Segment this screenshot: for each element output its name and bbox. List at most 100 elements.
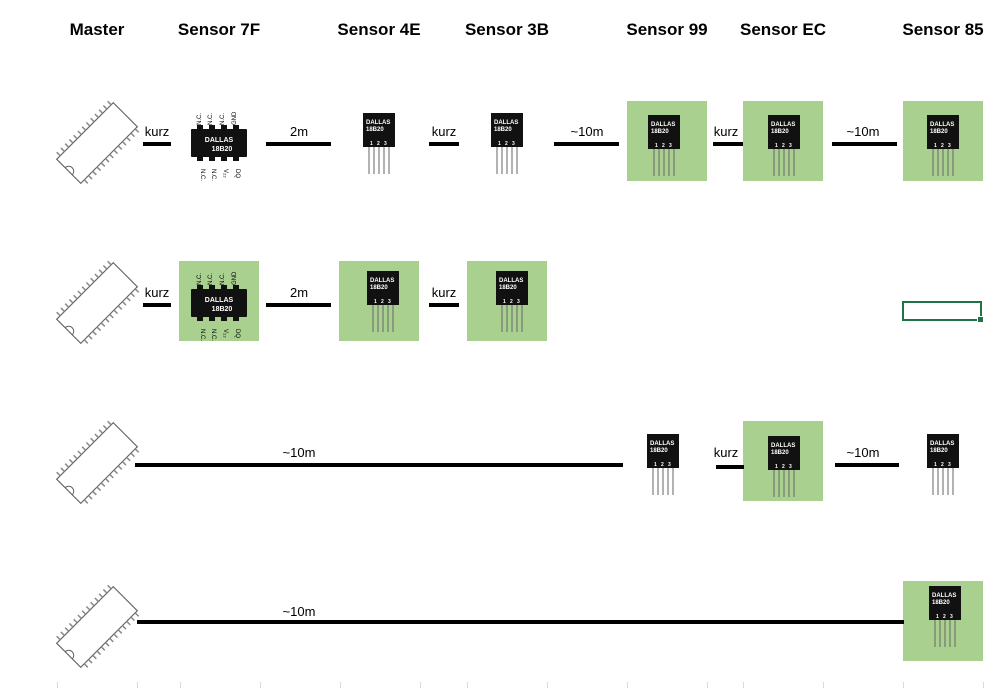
svg-text:1: 1 xyxy=(936,614,939,620)
wire-label: kurz xyxy=(431,124,457,139)
svg-text:DALLAS: DALLAS xyxy=(771,122,795,128)
svg-text:1: 1 xyxy=(775,143,778,149)
svg-text:V₂₂: V₂₂ xyxy=(222,169,228,178)
grid-tick xyxy=(260,682,261,688)
ic-chip-icon xyxy=(55,260,140,345)
ic-chip-icon xyxy=(55,584,140,669)
svg-text:2: 2 xyxy=(782,143,785,149)
svg-text:18B20: 18B20 xyxy=(370,285,388,291)
grid-tick xyxy=(983,682,984,688)
svg-text:N.C.: N.C. xyxy=(208,273,214,285)
svg-text:3: 3 xyxy=(512,141,515,147)
grid-tick xyxy=(57,682,58,688)
wire-row4-master-85 xyxy=(137,620,904,624)
wire-row1-ec-85 xyxy=(832,142,897,146)
svg-text:N.C.: N.C. xyxy=(220,113,226,125)
svg-text:1: 1 xyxy=(498,141,501,147)
wire-label: ~10m xyxy=(282,604,316,619)
grid-tick xyxy=(903,682,904,688)
svg-text:3: 3 xyxy=(789,464,792,470)
svg-text:3: 3 xyxy=(669,143,672,149)
svg-text:N.C.: N.C. xyxy=(199,329,205,341)
wire-row3-ec-85 xyxy=(835,463,899,467)
grid-tick xyxy=(627,682,628,688)
svg-text:2: 2 xyxy=(943,614,946,620)
wire-label: kurz xyxy=(144,124,170,139)
svg-text:3: 3 xyxy=(384,141,387,147)
svg-text:3: 3 xyxy=(789,143,792,149)
svg-text:18B20: 18B20 xyxy=(366,127,384,133)
header-sensor-4e: Sensor 4E xyxy=(337,20,421,39)
ic-chip-icon xyxy=(55,420,140,505)
svg-text:GND: GND xyxy=(232,111,238,125)
svg-text:DALLAS: DALLAS xyxy=(651,122,675,128)
grid-tick xyxy=(137,682,138,688)
header-sensor-ec: Sensor EC xyxy=(740,20,826,39)
svg-text:18B20: 18B20 xyxy=(932,600,950,606)
svg-text:18B20: 18B20 xyxy=(771,129,789,135)
wire-row1-master-7f xyxy=(143,142,171,146)
wire-label: ~10m xyxy=(570,124,604,139)
svg-text:DALLAS: DALLAS xyxy=(930,122,954,128)
svg-text:2: 2 xyxy=(505,141,508,147)
ds18b20-so8-icon: N.C. N.C. N.C. GND N.C. N.C. V₂₂ DQ DALL… xyxy=(191,271,247,341)
svg-text:DALLAS: DALLAS xyxy=(499,278,523,284)
svg-text:3: 3 xyxy=(948,462,951,468)
svg-text:N.C.: N.C. xyxy=(199,169,205,181)
svg-text:DQ: DQ xyxy=(234,169,240,178)
svg-text:2: 2 xyxy=(941,462,944,468)
grid-tick xyxy=(823,682,824,688)
grid-tick xyxy=(467,682,468,688)
svg-text:18B20: 18B20 xyxy=(212,306,233,313)
svg-text:3: 3 xyxy=(950,614,953,620)
svg-text:DALLAS: DALLAS xyxy=(930,441,954,447)
wire-row3-99-ec xyxy=(716,465,744,469)
svg-text:2: 2 xyxy=(782,464,785,470)
svg-text:1: 1 xyxy=(655,143,658,149)
svg-text:DALLAS: DALLAS xyxy=(366,120,390,126)
wire-row1-3b-99 xyxy=(554,142,619,146)
svg-text:DALLAS: DALLAS xyxy=(771,443,795,449)
svg-text:N.C.: N.C. xyxy=(210,329,216,341)
svg-text:1: 1 xyxy=(374,299,377,305)
grid-tick xyxy=(340,682,341,688)
header-sensor-7f: Sensor 7F xyxy=(177,20,261,39)
svg-text:DALLAS: DALLAS xyxy=(205,297,234,304)
svg-text:3: 3 xyxy=(948,143,951,149)
svg-text:N.C.: N.C. xyxy=(208,113,214,125)
wire-label: kurz xyxy=(713,445,739,460)
svg-text:DALLAS: DALLAS xyxy=(650,441,674,447)
wire-row1-4e-3b xyxy=(429,142,459,146)
grid-tick xyxy=(180,682,181,688)
svg-text:2: 2 xyxy=(661,462,664,468)
svg-text:18B20: 18B20 xyxy=(212,146,233,153)
wire-row3-master-99 xyxy=(135,463,623,467)
svg-text:V₂₂: V₂₂ xyxy=(222,329,228,338)
svg-text:18B20: 18B20 xyxy=(930,448,948,454)
svg-text:3: 3 xyxy=(668,462,671,468)
selected-cell[interactable] xyxy=(902,301,984,323)
svg-text:2: 2 xyxy=(510,299,513,305)
svg-text:1: 1 xyxy=(654,462,657,468)
header-master: Master xyxy=(69,20,125,39)
wire-label: ~10m xyxy=(846,124,880,139)
svg-text:N.C.: N.C. xyxy=(197,113,203,125)
svg-text:18B20: 18B20 xyxy=(930,129,948,135)
wire-label: 2m xyxy=(289,285,309,300)
svg-text:18B20: 18B20 xyxy=(651,129,669,135)
svg-text:2: 2 xyxy=(941,143,944,149)
svg-text:DQ: DQ xyxy=(234,329,240,338)
grid-tick xyxy=(547,682,548,688)
svg-text:N.C.: N.C. xyxy=(210,169,216,181)
wire-row2-master-7f xyxy=(143,303,171,307)
wire-label: ~10m xyxy=(282,445,316,460)
wire-row1-99-ec xyxy=(713,142,743,146)
